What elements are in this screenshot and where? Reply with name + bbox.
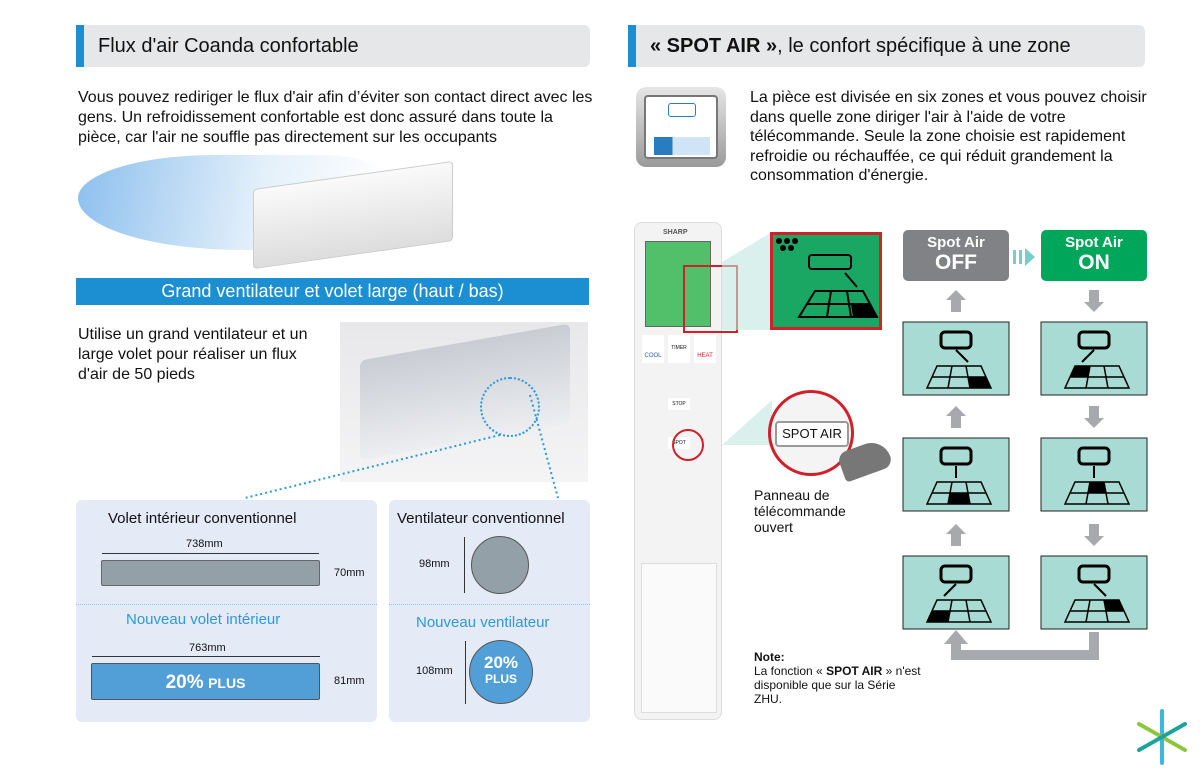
arrow-up-icon: [946, 524, 966, 546]
arrow-up-icon: [946, 290, 966, 312]
fan-new-circle: 20%PLUS: [469, 640, 533, 704]
zone-panel-on: [1040, 321, 1148, 396]
fan-comparison: Ventilateur conventionnel 98mm Nouveau v…: [389, 500, 590, 722]
zone-panel-off: [902, 555, 1010, 630]
diagram-shape: [968, 377, 991, 388]
arrow-down-icon: [1084, 406, 1104, 428]
fan-description: Utilise un grand ventilateur et un large…: [78, 326, 308, 383]
remote-open-panel: [641, 563, 717, 713]
lcd-zoom: [770, 232, 882, 330]
panel-caption: Panneau de télécommande ouvert: [754, 487, 846, 535]
diagram-shape: [1084, 524, 1104, 546]
louver-old-height: 70mm: [334, 567, 365, 579]
ac-unit-photo: [340, 322, 588, 482]
coanda-intro: Vous pouvez rediriger le flux d'air afin…: [78, 89, 593, 146]
arrow-down-icon: [1084, 290, 1104, 312]
fan-new-diameter: 108mm: [416, 665, 453, 677]
remote-control: SHARP COOL TIMER HEAT STOP SPOT: [634, 222, 738, 720]
transition-arrow-icon: [1013, 248, 1035, 266]
fan-new-title: Nouveau ventilateur: [416, 614, 550, 631]
diagram-shape: [1104, 600, 1124, 611]
spot-air-button-icon: [636, 87, 726, 167]
diagram-shape: [948, 493, 970, 504]
fan-old-diameter: 98mm: [419, 558, 450, 570]
zone-panel-on: [1040, 555, 1148, 630]
diagram-shape: [1084, 290, 1104, 312]
louver-comparison: Volet intérieur conventionnel 738mm 70mm…: [76, 500, 377, 722]
snowflake-logo: [1137, 709, 1187, 765]
fan-old-title: Ventilateur conventionnel: [397, 510, 565, 527]
airflow-illustration: [78, 155, 458, 270]
diagram-shape: [946, 290, 966, 312]
remote-lcd: [645, 241, 711, 327]
louver-old-width: 738mm: [186, 538, 223, 550]
diagram-shape: [946, 524, 966, 546]
section-header-coanda: Flux d'air Coanda confortable: [76, 25, 590, 67]
diagram-shape: [1070, 366, 1090, 377]
louver-new-width: 763mm: [189, 642, 226, 654]
diagram-shape: [951, 632, 1099, 660]
diagram-shape: [1088, 482, 1106, 493]
diagram-shape: [1025, 248, 1035, 266]
spot-air-button-zoom: SPOT AIR: [768, 390, 854, 476]
note: Note:La fonction « SPOT AIR » n'est disp…: [754, 650, 921, 706]
arrow-down-icon: [1084, 524, 1104, 546]
fan-old-circle: [471, 536, 529, 594]
zoom-connectors: [722, 232, 772, 445]
callout-lines: [244, 394, 559, 499]
louver-new-bar: 20% PLUS: [91, 663, 320, 700]
arrow-up-icon: [946, 406, 966, 428]
louver-new-height: 81mm: [334, 675, 365, 687]
spot-air-flow-diagram: [902, 248, 1148, 660]
louver-old-title: Volet intérieur conventionnel: [108, 510, 297, 527]
diagram-shape: [1084, 406, 1104, 428]
louver-old-bar: [101, 560, 320, 586]
louver-new-title: Nouveau volet intérieur: [126, 611, 281, 628]
loop-arrow-icon: [944, 630, 968, 644]
spot-air-intro: La pièce est divisée en six zones et vou…: [750, 89, 1147, 184]
diagram-shape: [927, 611, 950, 622]
diagram-shape: [946, 406, 966, 428]
section-header-spot-air: « SPOT AIR », le confort spécifique à un…: [628, 25, 1145, 67]
zone-panel-off: [902, 437, 1010, 512]
zone-panel-on: [1040, 437, 1148, 512]
zone-panel-off: [902, 321, 1010, 396]
fan-louver-band: Grand ventilateur et volet large (haut /…: [76, 278, 589, 305]
